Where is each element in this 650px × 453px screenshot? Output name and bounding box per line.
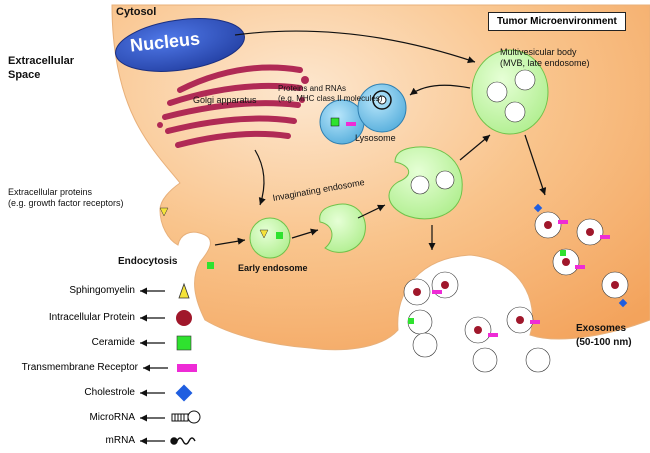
lysosome bbox=[319, 83, 407, 145]
golgi-label: Golgi apparatus bbox=[193, 95, 257, 105]
square-icon bbox=[176, 335, 192, 351]
lysosome-label: Lysosome bbox=[355, 133, 396, 143]
extracellular-space-label-2: Space bbox=[8, 69, 41, 81]
exosomes-label-1: Exosomes bbox=[576, 323, 627, 334]
proteins-rnas-label-2: (e.g. MHC class II molecules) bbox=[278, 94, 383, 103]
triangle-icon bbox=[178, 282, 190, 299]
proteins-rnas-label-1: Proteins and RNAs bbox=[278, 84, 347, 93]
legend-label-cholestrole: Cholestrole bbox=[84, 387, 135, 398]
extracellular-proteins-label-2: (e.g. growth factor receptors) bbox=[8, 198, 124, 208]
extracellular-space-label-1: Extracellular bbox=[8, 55, 75, 67]
microrna-icon bbox=[171, 410, 201, 424]
extracellular-proteins-label-1: Extracellular proteins bbox=[8, 187, 93, 197]
exosome-particles bbox=[403, 69, 629, 373]
exosomes-label-2: (50-100 nm) bbox=[576, 337, 632, 348]
circle-icon bbox=[176, 310, 192, 326]
tumor-microenvironment-box: Tumor Microenvironment bbox=[488, 12, 626, 31]
mvb-label-2: (MVB, late endosome) bbox=[500, 58, 590, 68]
invaginating-vesicle-small bbox=[319, 203, 366, 253]
early-endosome bbox=[249, 217, 291, 259]
legend-label-sphingomyelin: Sphingomyelin bbox=[69, 285, 135, 296]
bar-icon bbox=[177, 364, 197, 372]
legend-label-microrna: MicroRNA bbox=[89, 412, 135, 423]
legend-label-mrna: mRNA bbox=[105, 435, 135, 446]
cytosol-label: Cytosol bbox=[116, 6, 157, 18]
diamond-icon bbox=[175, 384, 193, 402]
legend-arrows bbox=[140, 287, 168, 445]
pathway-arrows bbox=[214, 30, 547, 250]
mvb-label-1: Multivesicular body bbox=[500, 47, 577, 57]
early-endosome-label: Early endosome bbox=[238, 263, 308, 273]
legend-label-intracellular-protein: Intracellular Protein bbox=[48, 312, 135, 323]
exosome-markers bbox=[159, 203, 628, 337]
nucleus bbox=[115, 18, 245, 72]
legend-icons bbox=[170, 282, 201, 445]
endocytosis-label: Endocytosis bbox=[118, 256, 178, 267]
mrna-icon bbox=[170, 437, 196, 445]
legend-label-ceramide: Ceramide bbox=[91, 337, 135, 348]
legend-label-transmembrane-receptor: Transmembrane Receptor bbox=[21, 362, 138, 373]
golgi-apparatus bbox=[157, 64, 309, 148]
